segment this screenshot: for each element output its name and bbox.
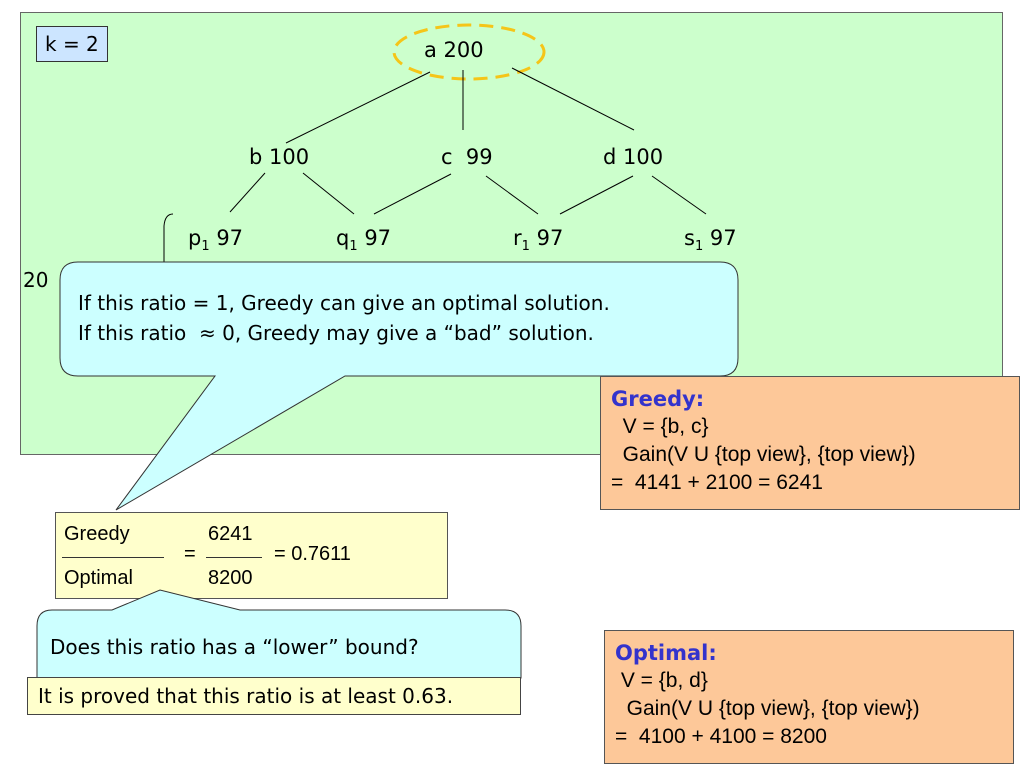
edge-a-b (285, 71, 431, 144)
node-q1: q1 97 (336, 226, 392, 255)
edge-b-p1 (229, 172, 266, 213)
edge-b-q1 (302, 172, 355, 215)
greedy-line2: Gain(V U {top view}, {top view}) (611, 443, 916, 466)
proved-box: It is proved that this ratio is at least… (27, 677, 521, 715)
node-a: a 200 (424, 38, 484, 62)
ratio-fraction-line-right (206, 557, 262, 558)
node-b: b 100 (249, 145, 310, 169)
node-c: c 99 (441, 145, 493, 169)
ratio-denominator-label: Optimal (64, 567, 133, 589)
callout-top-line1: If this ratio = 1, Greedy can give an op… (78, 291, 610, 315)
ratio-equals: = (184, 543, 196, 565)
ratio-numerator-value: 6241 (208, 523, 253, 545)
partial-text-left: 20 (23, 268, 49, 292)
node-s1: s1 97 (684, 226, 737, 255)
ratio-box: Greedy Optimal = 6241 8200 = 0.7611 (55, 512, 448, 599)
optimal-line3: = 4100 + 4100 = 8200 (615, 725, 827, 748)
optimal-line2: Gain(V U {top view}, {top view}) (615, 697, 920, 720)
root-highlight-ellipse (392, 23, 546, 81)
node-r1: r1 97 (513, 226, 564, 255)
greedy-line3: = 4141 + 2100 = 6241 (611, 471, 823, 494)
k-label-box: k = 2 (36, 26, 108, 62)
left-bracket (163, 213, 174, 270)
proved-text: It is proved that this ratio is at least… (38, 684, 454, 708)
optimal-line1: V = {b, d} (615, 669, 708, 692)
callout-top-line2: If this ratio ≈ 0, Greedy may give a “ba… (78, 321, 594, 345)
ratio-denominator-value: 8200 (208, 567, 253, 589)
k-label: k = 2 (45, 32, 99, 56)
edge-c-r1 (485, 175, 539, 215)
greedy-box: Greedy: V = {b, c} Gain(V U {top view}, … (600, 376, 1020, 510)
callout-bottom-text: Does this ratio has a “lower” bound? (50, 635, 419, 659)
optimal-box: Optimal: V = {b, d} Gain(V U {top view},… (604, 630, 1014, 764)
optimal-title: Optimal: (615, 641, 717, 665)
edge-d-s1 (651, 175, 707, 215)
callout-top-text: If this ratio = 1, Greedy can give an op… (78, 288, 610, 348)
ratio-numerator-label: Greedy (64, 523, 130, 545)
greedy-line1: V = {b, c} (611, 415, 709, 438)
edge-a-d (511, 67, 635, 131)
node-p1: p1 97 (188, 226, 244, 255)
ratio-fraction-line-left (62, 557, 164, 558)
ratio-result: = 0.7611 (274, 543, 351, 565)
greedy-title: Greedy: (611, 387, 705, 411)
node-d: d 100 (603, 145, 664, 169)
edge-d-r1 (559, 175, 634, 215)
edge-c-q1 (373, 173, 452, 215)
